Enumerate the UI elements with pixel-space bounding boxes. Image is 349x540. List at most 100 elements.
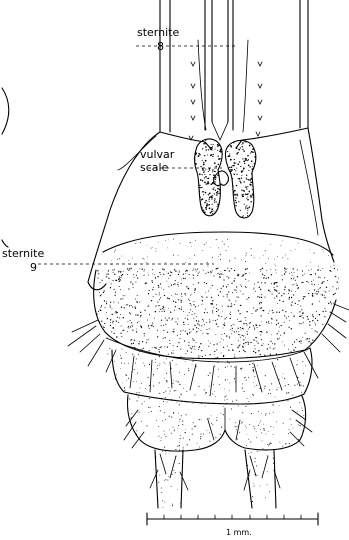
- stipple-dot: [132, 258, 133, 259]
- stipple-dot: [214, 193, 215, 194]
- stipple-dot: [279, 442, 280, 443]
- stipple-dot: [249, 327, 250, 328]
- stipple-dot: [246, 299, 247, 300]
- stipple-dot: [253, 382, 254, 383]
- stipple-dot: [142, 269, 143, 270]
- stipple-dot: [229, 261, 230, 262]
- stipple-dot: [221, 200, 223, 202]
- stipple-dot: [211, 297, 212, 298]
- stipple-dot: [133, 453, 134, 454]
- stipple-dot: [221, 169, 223, 171]
- stipple-dot: [334, 303, 335, 304]
- stipple-dot: [199, 324, 200, 325]
- stipple-dot: [177, 324, 178, 325]
- stipple-dot: [324, 295, 325, 296]
- stipple-dot: [295, 347, 296, 348]
- stipple-dot: [222, 195, 223, 196]
- stipple-dot: [135, 281, 136, 282]
- stipple-dot: [227, 362, 228, 363]
- stipple-dot: [291, 291, 292, 292]
- stipple-dot: [292, 344, 293, 345]
- stipple-dot: [219, 316, 220, 317]
- stipple-dot: [337, 269, 338, 270]
- stipple-dot: [234, 367, 235, 368]
- stipple-dot: [210, 447, 211, 448]
- stipple-dot: [245, 377, 246, 378]
- stipple-dot: [224, 333, 225, 334]
- stipple-dot: [128, 260, 129, 261]
- stipple-dot: [247, 215, 248, 216]
- stipple-dot: [103, 354, 104, 355]
- stipple-dot: [205, 200, 207, 202]
- stipple-dot: [236, 429, 237, 430]
- stipple-dot: [288, 403, 289, 404]
- stipple-dot: [263, 424, 264, 425]
- stipple-dot: [136, 358, 137, 359]
- stipple-dot: [115, 356, 116, 357]
- stipple-dot: [194, 313, 195, 314]
- stipple-dot: [273, 404, 274, 405]
- stipple-dot: [210, 212, 212, 214]
- stipple-dot: [221, 288, 222, 289]
- stipple-dot: [240, 344, 241, 345]
- stipple-dot: [206, 149, 208, 151]
- stipple-dot: [201, 218, 203, 220]
- stipple-dot: [203, 143, 205, 145]
- stipple-dot: [125, 342, 126, 343]
- left-edge-arcs: [2, 88, 9, 247]
- stipple-dot: [140, 312, 141, 313]
- stipple-dot: [100, 295, 101, 296]
- stipple-dot: [271, 318, 272, 319]
- stipple-dot: [105, 366, 106, 367]
- stipple-dot: [274, 287, 275, 288]
- stipple-dot: [219, 208, 221, 210]
- stipple-dot: [293, 315, 294, 316]
- stipple-dot: [110, 322, 111, 323]
- stipple-dot: [227, 138, 228, 139]
- stipple-dot: [252, 367, 253, 368]
- stipple-dot: [297, 276, 298, 277]
- stipple-dot: [122, 382, 123, 383]
- stipple-dot: [225, 270, 226, 271]
- stipple-dot: [239, 393, 240, 394]
- stipple-dot: [235, 426, 236, 427]
- stipple-dot: [184, 354, 185, 355]
- stipple-dot: [255, 344, 256, 345]
- stipple-dot: [288, 453, 289, 454]
- stipple-dot: [243, 343, 244, 344]
- stipple-dot: [293, 268, 294, 269]
- stipple-dot: [193, 452, 194, 453]
- stipple-dot: [124, 295, 125, 296]
- stipple-dot: [326, 287, 327, 288]
- stipple-dot: [217, 289, 218, 290]
- stipple-dot: [126, 451, 127, 452]
- stipple-dot: [302, 361, 303, 362]
- stipple-dot: [302, 282, 303, 283]
- stipple-dot: [241, 423, 242, 424]
- stipple-dot: [229, 299, 230, 300]
- stipple-dot: [211, 272, 212, 273]
- stipple-dot: [161, 398, 162, 399]
- stipple-dot: [108, 278, 109, 279]
- stipple-dot: [240, 327, 241, 328]
- stipple-dot: [218, 310, 219, 311]
- stipple-dot: [201, 296, 202, 297]
- stipple-dot: [239, 463, 240, 464]
- stipple-dot: [194, 395, 195, 396]
- stipple-dot: [270, 291, 271, 292]
- stipple-dot: [205, 160, 207, 162]
- stipple-dot: [222, 216, 223, 217]
- stipple-dot: [288, 316, 289, 317]
- stipple-dot: [216, 308, 217, 309]
- stipple-dot: [209, 432, 210, 433]
- stipple-dot: [133, 287, 134, 288]
- stipple-dot: [220, 140, 221, 141]
- stipple-dot: [269, 359, 270, 360]
- seta-bristle: [328, 324, 346, 338]
- stipple-dot: [126, 380, 127, 381]
- stipple-dot: [246, 380, 247, 381]
- stipple-dot: [245, 342, 246, 343]
- stipple-dot: [136, 392, 137, 393]
- stipple-dot: [192, 346, 193, 347]
- stipple-dot: [241, 459, 242, 460]
